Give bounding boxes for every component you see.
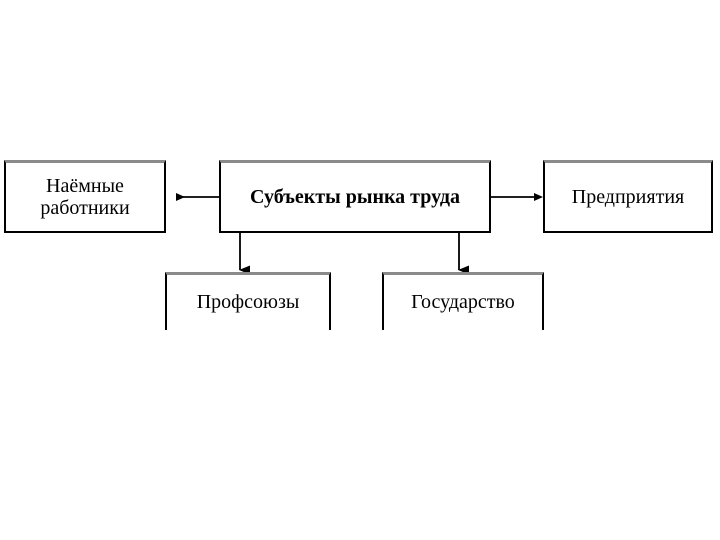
node-subjects: Субъекты рынка труда — [219, 160, 491, 233]
node-unions: Профсоюзы — [165, 272, 331, 330]
node-employees-label: Наёмные работники — [40, 174, 130, 219]
node-enterprises: Предприятия — [543, 160, 713, 233]
node-subjects-label: Субъекты рынка труда — [250, 185, 460, 208]
node-unions-label: Профсоюзы — [196, 291, 300, 314]
node-state-label: Государство — [411, 291, 515, 314]
node-state: Государство — [382, 272, 544, 330]
node-enterprises-label: Предприятия — [571, 185, 685, 208]
node-employees: Наёмные работники — [4, 160, 166, 233]
